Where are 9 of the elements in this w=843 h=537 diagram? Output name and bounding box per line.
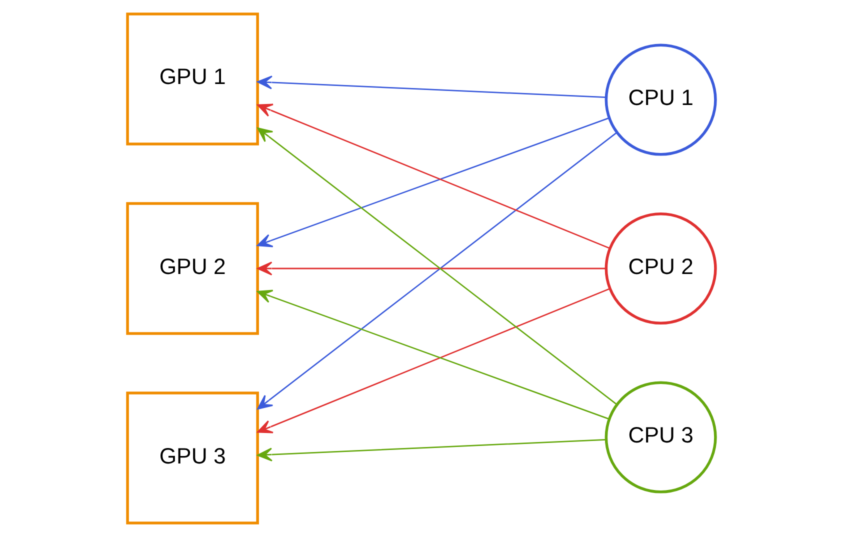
node-circle: CPU 2 bbox=[604, 212, 717, 325]
node-circle: CPU 3 bbox=[604, 381, 717, 494]
arrow bbox=[257, 438, 606, 462]
node-box: GPU 2 bbox=[126, 202, 259, 335]
node-circle: CPU 1 bbox=[604, 44, 717, 156]
arrow bbox=[257, 76, 606, 98]
node-box: GPU 1 bbox=[126, 12, 259, 146]
node-box: GPU 3 bbox=[126, 392, 259, 524]
arrow bbox=[257, 262, 606, 276]
